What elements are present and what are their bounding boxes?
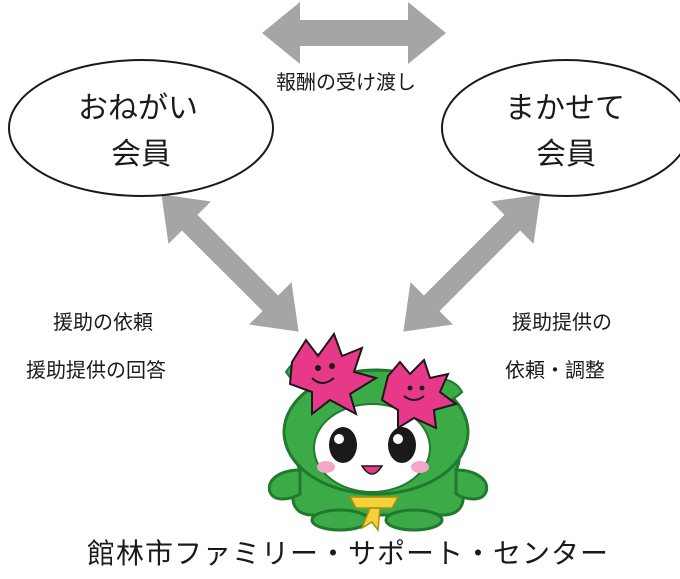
edge-left-label-line2: 援助提供の回答 xyxy=(26,358,166,382)
footer-title: 館林市ファミリー・サポート・センター xyxy=(87,537,610,570)
double-arrow-left-icon xyxy=(161,194,299,332)
double-arrow-top-icon xyxy=(262,2,446,64)
node-onegai-label: おねがい xyxy=(78,91,198,126)
node-onegai-sublabel: 会員 xyxy=(111,137,171,172)
node-onegai-ellipse xyxy=(8,59,274,197)
node-makasete-label: まかせて xyxy=(505,91,625,126)
edge-left-label-line1: 援助の依頼 xyxy=(53,310,153,334)
mascot-icon xyxy=(267,331,489,533)
edge-right-label-line2: 依頼・調整 xyxy=(505,358,605,382)
node-makasete-sublabel: 会員 xyxy=(536,137,596,172)
edge-right-label-line1: 援助提供の xyxy=(512,310,612,334)
edge-top-label: 報酬の受け渡し xyxy=(276,70,416,94)
double-arrow-right-icon xyxy=(403,194,541,332)
node-makasete-ellipse xyxy=(441,59,680,197)
